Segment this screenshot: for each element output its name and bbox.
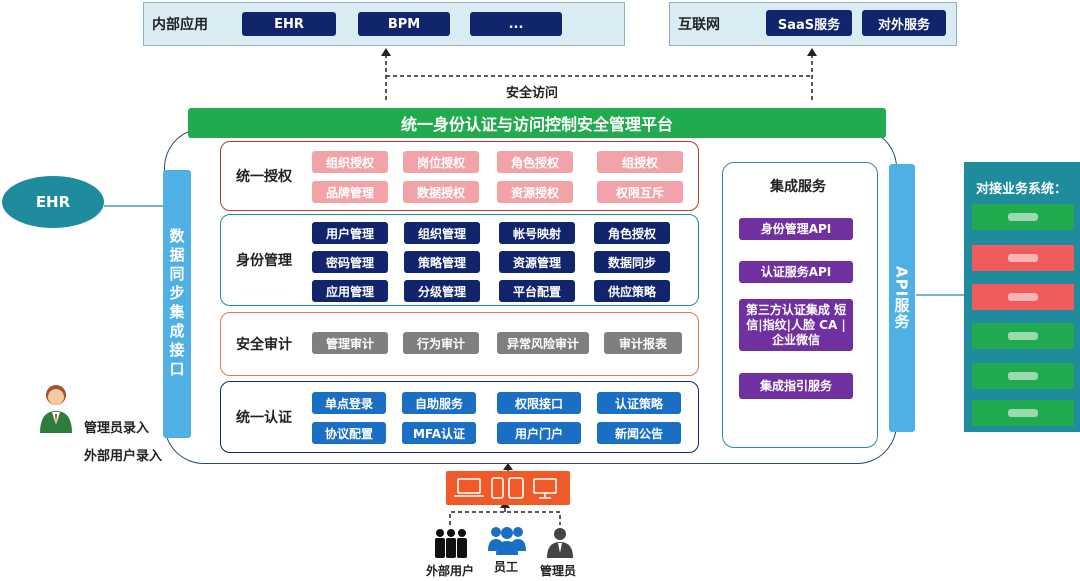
chip-audit-0: 管理审计 [312,332,388,354]
ehr-label: EHR [35,193,71,211]
chip-authn-0: 单点登录 [312,392,386,414]
business-system-5 [972,363,1074,389]
chip-authn-3: 认证策略 [597,392,681,414]
secure-access-label: 安全访问 [506,86,559,101]
integration-item-third-party: 第三方认证集成 短信|指纹|人脸 CA | 企业微信 [739,299,853,351]
platform-title: 统一身份认证与访问控制安全管理平台 [188,108,886,138]
chip-id-2: 帐号映射 [499,222,575,244]
section-title-identity: 身份管理 [236,253,292,269]
chip-id-9: 分级管理 [404,280,480,302]
integration-item-guide: 集成指引服务 [739,373,853,399]
employees-icon [488,527,526,555]
business-system-3 [972,284,1074,310]
devices-bar [446,471,570,505]
integration-services-title: 集成服务 [770,179,826,195]
chip-audit-3: 审计报表 [604,332,682,354]
chip-id-4: 密码管理 [312,251,388,273]
admin-entry-label: 管理员录入 [84,421,150,436]
section-title-authorization: 统一授权 [236,169,292,185]
section-title-authentication: 统一认证 [236,410,292,426]
device-icons [454,477,557,499]
chip-id-8: 应用管理 [312,280,388,302]
chip-id-11: 供应策略 [594,280,670,302]
business-system-1 [972,204,1074,230]
chip-auth-6: 资源授权 [497,181,573,203]
chip-id-10: 平台配置 [499,280,575,302]
api-service-label: API服务 [892,266,911,330]
section-title-audit: 安全审计 [236,337,292,353]
ehr-ellipse: EHR [2,176,104,228]
chip-auth-2: 角色授权 [497,151,573,173]
chip-id-0: 用户管理 [312,222,388,244]
business-systems-title: 对接业务系统： [976,182,1068,197]
user-external-label: 外部用户 [426,564,475,578]
business-system-4 [972,323,1074,349]
api-service-bar: API服务 [889,164,915,432]
external-entry-label: 外部用户录入 [84,449,163,464]
chip-auth-0: 组织授权 [312,151,388,173]
redacted-text [1008,372,1038,380]
chip-authn-1: 自助服务 [402,392,476,414]
chip-auth-4: 品牌管理 [312,181,388,203]
chip-authn-4: 协议配置 [312,422,386,444]
redacted-text [1008,332,1038,340]
chip-id-6: 资源管理 [499,251,575,273]
chip-authn-2: 权限接口 [497,392,581,414]
user-employee-label: 员工 [494,560,519,574]
redacted-text [1008,213,1038,221]
redacted-text [1008,293,1038,301]
chip-auth-5: 数据授权 [403,181,479,203]
chip-auth-7: 权限互斥 [597,181,683,203]
data-sync-label: 数据同步集成接口 [167,228,186,380]
integration-item-auth-api: 认证服务API [739,261,853,283]
business-system-2 [972,245,1074,271]
data-sync-interface: 数据同步集成接口 [163,170,191,438]
admin-person-icon [40,385,72,433]
internal-app-ehr: EHR [242,12,336,36]
internet-label: 互联网 [678,17,720,33]
internet-external-service: 对外服务 [862,10,946,36]
chip-audit-2: 异常风险审计 [497,332,589,354]
chip-auth-1: 岗位授权 [403,151,479,173]
redacted-text [1008,254,1038,262]
chip-id-3: 角色授权 [594,222,670,244]
chip-audit-1: 行为审计 [403,332,479,354]
integration-item-identity-api: 身份管理API [739,218,853,240]
chip-auth-3: 组授权 [597,151,683,173]
chip-authn-5: MFA认证 [402,422,476,444]
chip-id-1: 组织管理 [404,222,480,244]
internal-app-bpm: BPM [358,12,450,36]
chip-authn-7: 新闻公告 [597,422,681,444]
business-system-6 [972,400,1074,426]
admin-user-icon [547,528,573,558]
internal-apps-label: 内部应用 [152,17,208,33]
external-users-icon [435,529,467,558]
internet-saas: SaaS服务 [766,10,852,36]
internal-app-more: ... [470,12,562,36]
chip-id-5: 策略管理 [404,251,480,273]
chip-authn-6: 用户门户 [497,422,581,444]
redacted-text [1008,409,1038,417]
chip-id-7: 数据同步 [594,251,670,273]
user-admin-label: 管理员 [540,564,577,578]
